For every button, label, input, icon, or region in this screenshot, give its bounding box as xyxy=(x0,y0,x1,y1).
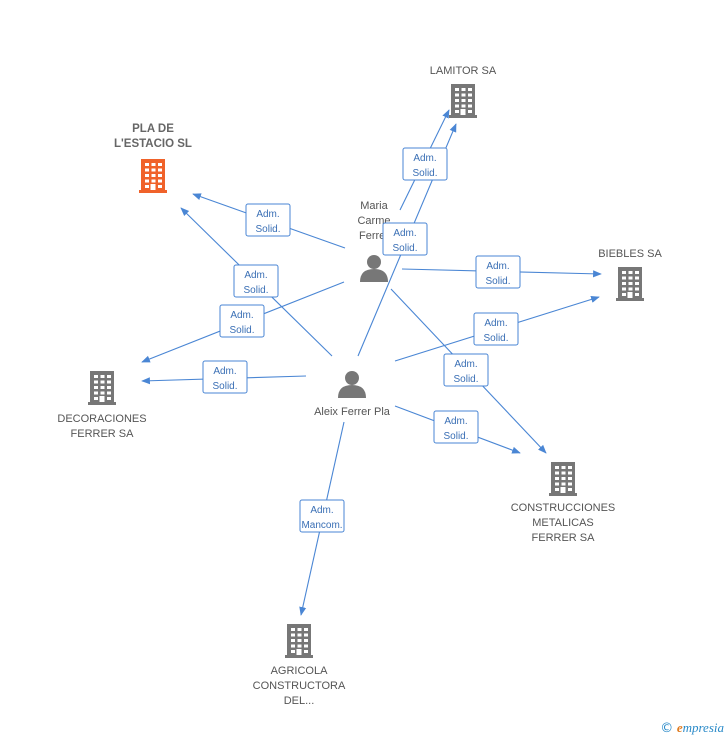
roles-layer: Adm. Solid. Adm. Solid. Adm. Solid. Adm. Solid.… xyxy=(202,147,521,533)
role-badge-aleix-biebles[interactable]: Adm. Solid. xyxy=(473,312,519,346)
building-icon xyxy=(549,462,577,496)
node-label: LAMITOR SA xyxy=(430,65,497,77)
building-icon xyxy=(449,84,477,118)
role-badge-text: Adm. xyxy=(213,366,236,377)
role-badge-text: Solid. xyxy=(483,333,508,344)
role-badge-text: Solid. xyxy=(412,168,437,179)
role-badge-text: Solid. xyxy=(453,374,478,385)
role-badge-text: Adm. xyxy=(310,505,333,516)
person-icon xyxy=(360,255,388,282)
node-construcciones[interactable]: CONSTRUCCIONES METALICAS FERRER SA xyxy=(511,462,616,544)
node-biebles[interactable]: BIEBLES SA xyxy=(598,248,662,301)
role-badge-text: Adm. xyxy=(393,228,416,239)
footer-brand[interactable]: © empresia xyxy=(660,720,724,736)
node-lamitor[interactable]: LAMITOR SA xyxy=(430,65,497,118)
role-badge-text: Adm. xyxy=(486,261,509,272)
node-aleix[interactable]: Aleix Ferrer Pla xyxy=(314,371,391,418)
node-label: Aleix Ferrer Pla xyxy=(314,406,391,418)
node-decoraciones[interactable]: DECORACIONES FERRER SA xyxy=(57,371,147,440)
role-badge-aleix-construcciones[interactable]: Adm. Solid. xyxy=(433,410,479,444)
node-label: FERRER SA xyxy=(532,532,596,544)
building-icon xyxy=(139,159,167,193)
node-pla[interactable]: PLA DE L'ESTACIO SL xyxy=(114,123,192,193)
node-label: PLA DE xyxy=(132,123,174,135)
role-badge-text: Solid. xyxy=(229,325,254,336)
role-badge-maria-lamitor[interactable]: Adm. Solid. xyxy=(402,147,448,181)
nodes-layer: PLA DE L'ESTACIO SL LAMITOR SA BIEBLES SA DE… xyxy=(57,65,662,707)
person-icon xyxy=(338,371,366,398)
node-label: Maria xyxy=(360,200,388,212)
building-icon xyxy=(285,624,313,658)
role-badge-text: Solid. xyxy=(255,224,280,235)
role-badge-aleix-pla[interactable]: Adm. Solid. xyxy=(233,264,279,298)
node-label: L'ESTACIO SL xyxy=(114,138,192,150)
role-badge-text: Adm. xyxy=(484,318,507,329)
role-badge-text: Solid. xyxy=(443,431,468,442)
role-badge-text: Adm. xyxy=(244,270,267,281)
role-badge-text: Adm. xyxy=(444,416,467,427)
node-label: DEL... xyxy=(284,695,315,707)
node-label: FERRER SA xyxy=(71,428,135,440)
node-label: CONSTRUCCIONES xyxy=(511,502,616,514)
node-label: Ferrer xyxy=(359,230,389,242)
role-badge-maria-construcciones[interactable]: Adm. Solid. xyxy=(443,353,489,387)
node-label: BIEBLES SA xyxy=(598,248,662,260)
role-badge-maria-biebles[interactable]: Adm. Solid. xyxy=(475,255,521,289)
role-badge-aleix-lamitor[interactable]: Adm. Solid. xyxy=(382,222,428,256)
role-badge-text: Solid. xyxy=(485,276,510,287)
node-label: METALICAS xyxy=(532,517,594,529)
node-label: Carme xyxy=(357,215,390,227)
role-badge-text: Adm. xyxy=(454,359,477,370)
role-badge-aleix-agricola[interactable]: Adm. Mancom. xyxy=(299,499,345,533)
role-badge-text: Solid. xyxy=(212,381,237,392)
role-badge-aleix-decoraciones[interactable]: Adm. Solid. xyxy=(202,360,248,394)
role-badge-text: Adm. xyxy=(230,310,253,321)
role-badge-text: Mancom. xyxy=(301,520,342,531)
role-badge-maria-pla[interactable]: Adm. Solid. xyxy=(245,203,291,237)
brand-logo: empresia xyxy=(676,720,724,735)
role-badge-text: Solid. xyxy=(243,285,268,296)
role-badge-maria-decoraciones[interactable]: Adm. Solid. xyxy=(219,304,265,338)
role-badge-text: Adm. xyxy=(413,153,436,164)
node-label: AGRICOLA xyxy=(271,665,329,677)
building-icon xyxy=(88,371,116,405)
role-badge-text: Solid. xyxy=(392,243,417,254)
node-label: DECORACIONES xyxy=(57,413,146,425)
node-agricola[interactable]: AGRICOLA CONSTRUCTORA DEL... xyxy=(253,624,346,707)
role-badge-text: Adm. xyxy=(256,209,279,220)
node-label: CONSTRUCTORA xyxy=(253,680,346,692)
copyright-icon: © xyxy=(660,721,674,736)
building-icon xyxy=(616,267,644,301)
